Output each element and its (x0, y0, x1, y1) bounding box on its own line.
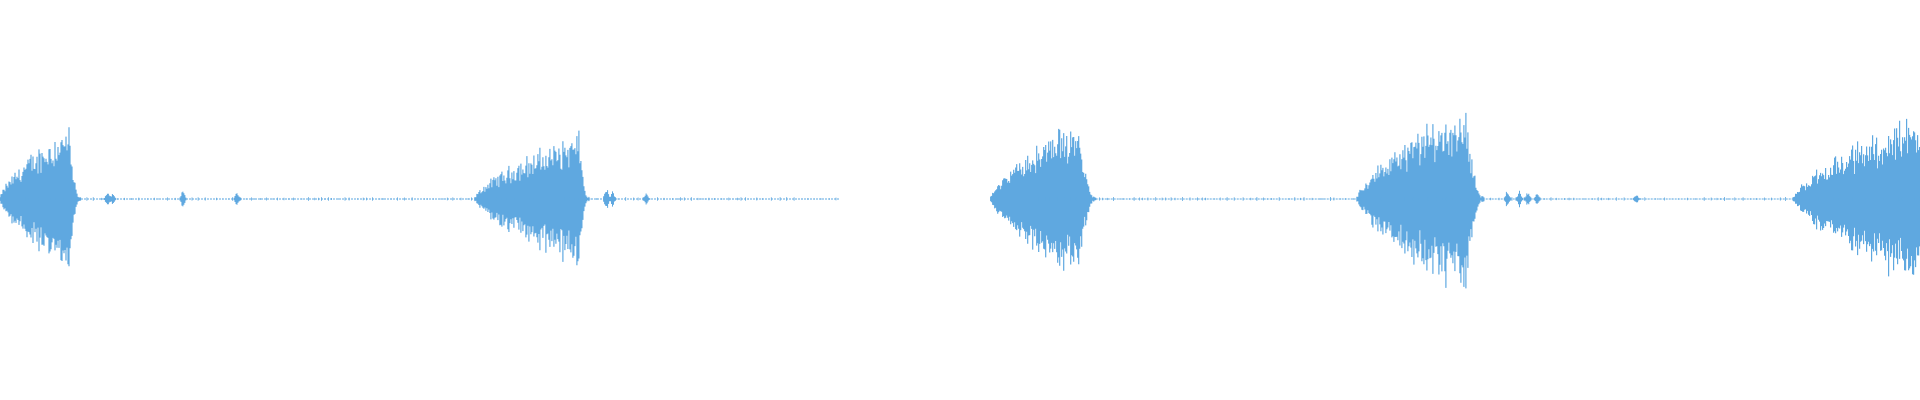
waveform-blip (179, 191, 187, 207)
waveform-blip (108, 194, 116, 204)
waveform-burst (1793, 118, 1920, 277)
waveform-blip (609, 191, 616, 207)
waveform-segment-2 (990, 112, 1920, 289)
waveform-blip (1516, 190, 1523, 208)
waveform-burst (1356, 112, 1485, 289)
waveform-burst (990, 128, 1097, 271)
waveform-blip (1524, 193, 1532, 205)
waveform-segment-1 (0, 127, 840, 267)
waveform-noise (990, 197, 1920, 201)
waveform-burst (474, 130, 590, 266)
waveform-burst (0, 127, 81, 267)
waveform-blip (103, 193, 111, 205)
waveform-blip (1633, 195, 1641, 203)
waveform-noise (0, 197, 837, 201)
waveform-blip (603, 190, 611, 208)
waveform-blip (1533, 194, 1541, 204)
